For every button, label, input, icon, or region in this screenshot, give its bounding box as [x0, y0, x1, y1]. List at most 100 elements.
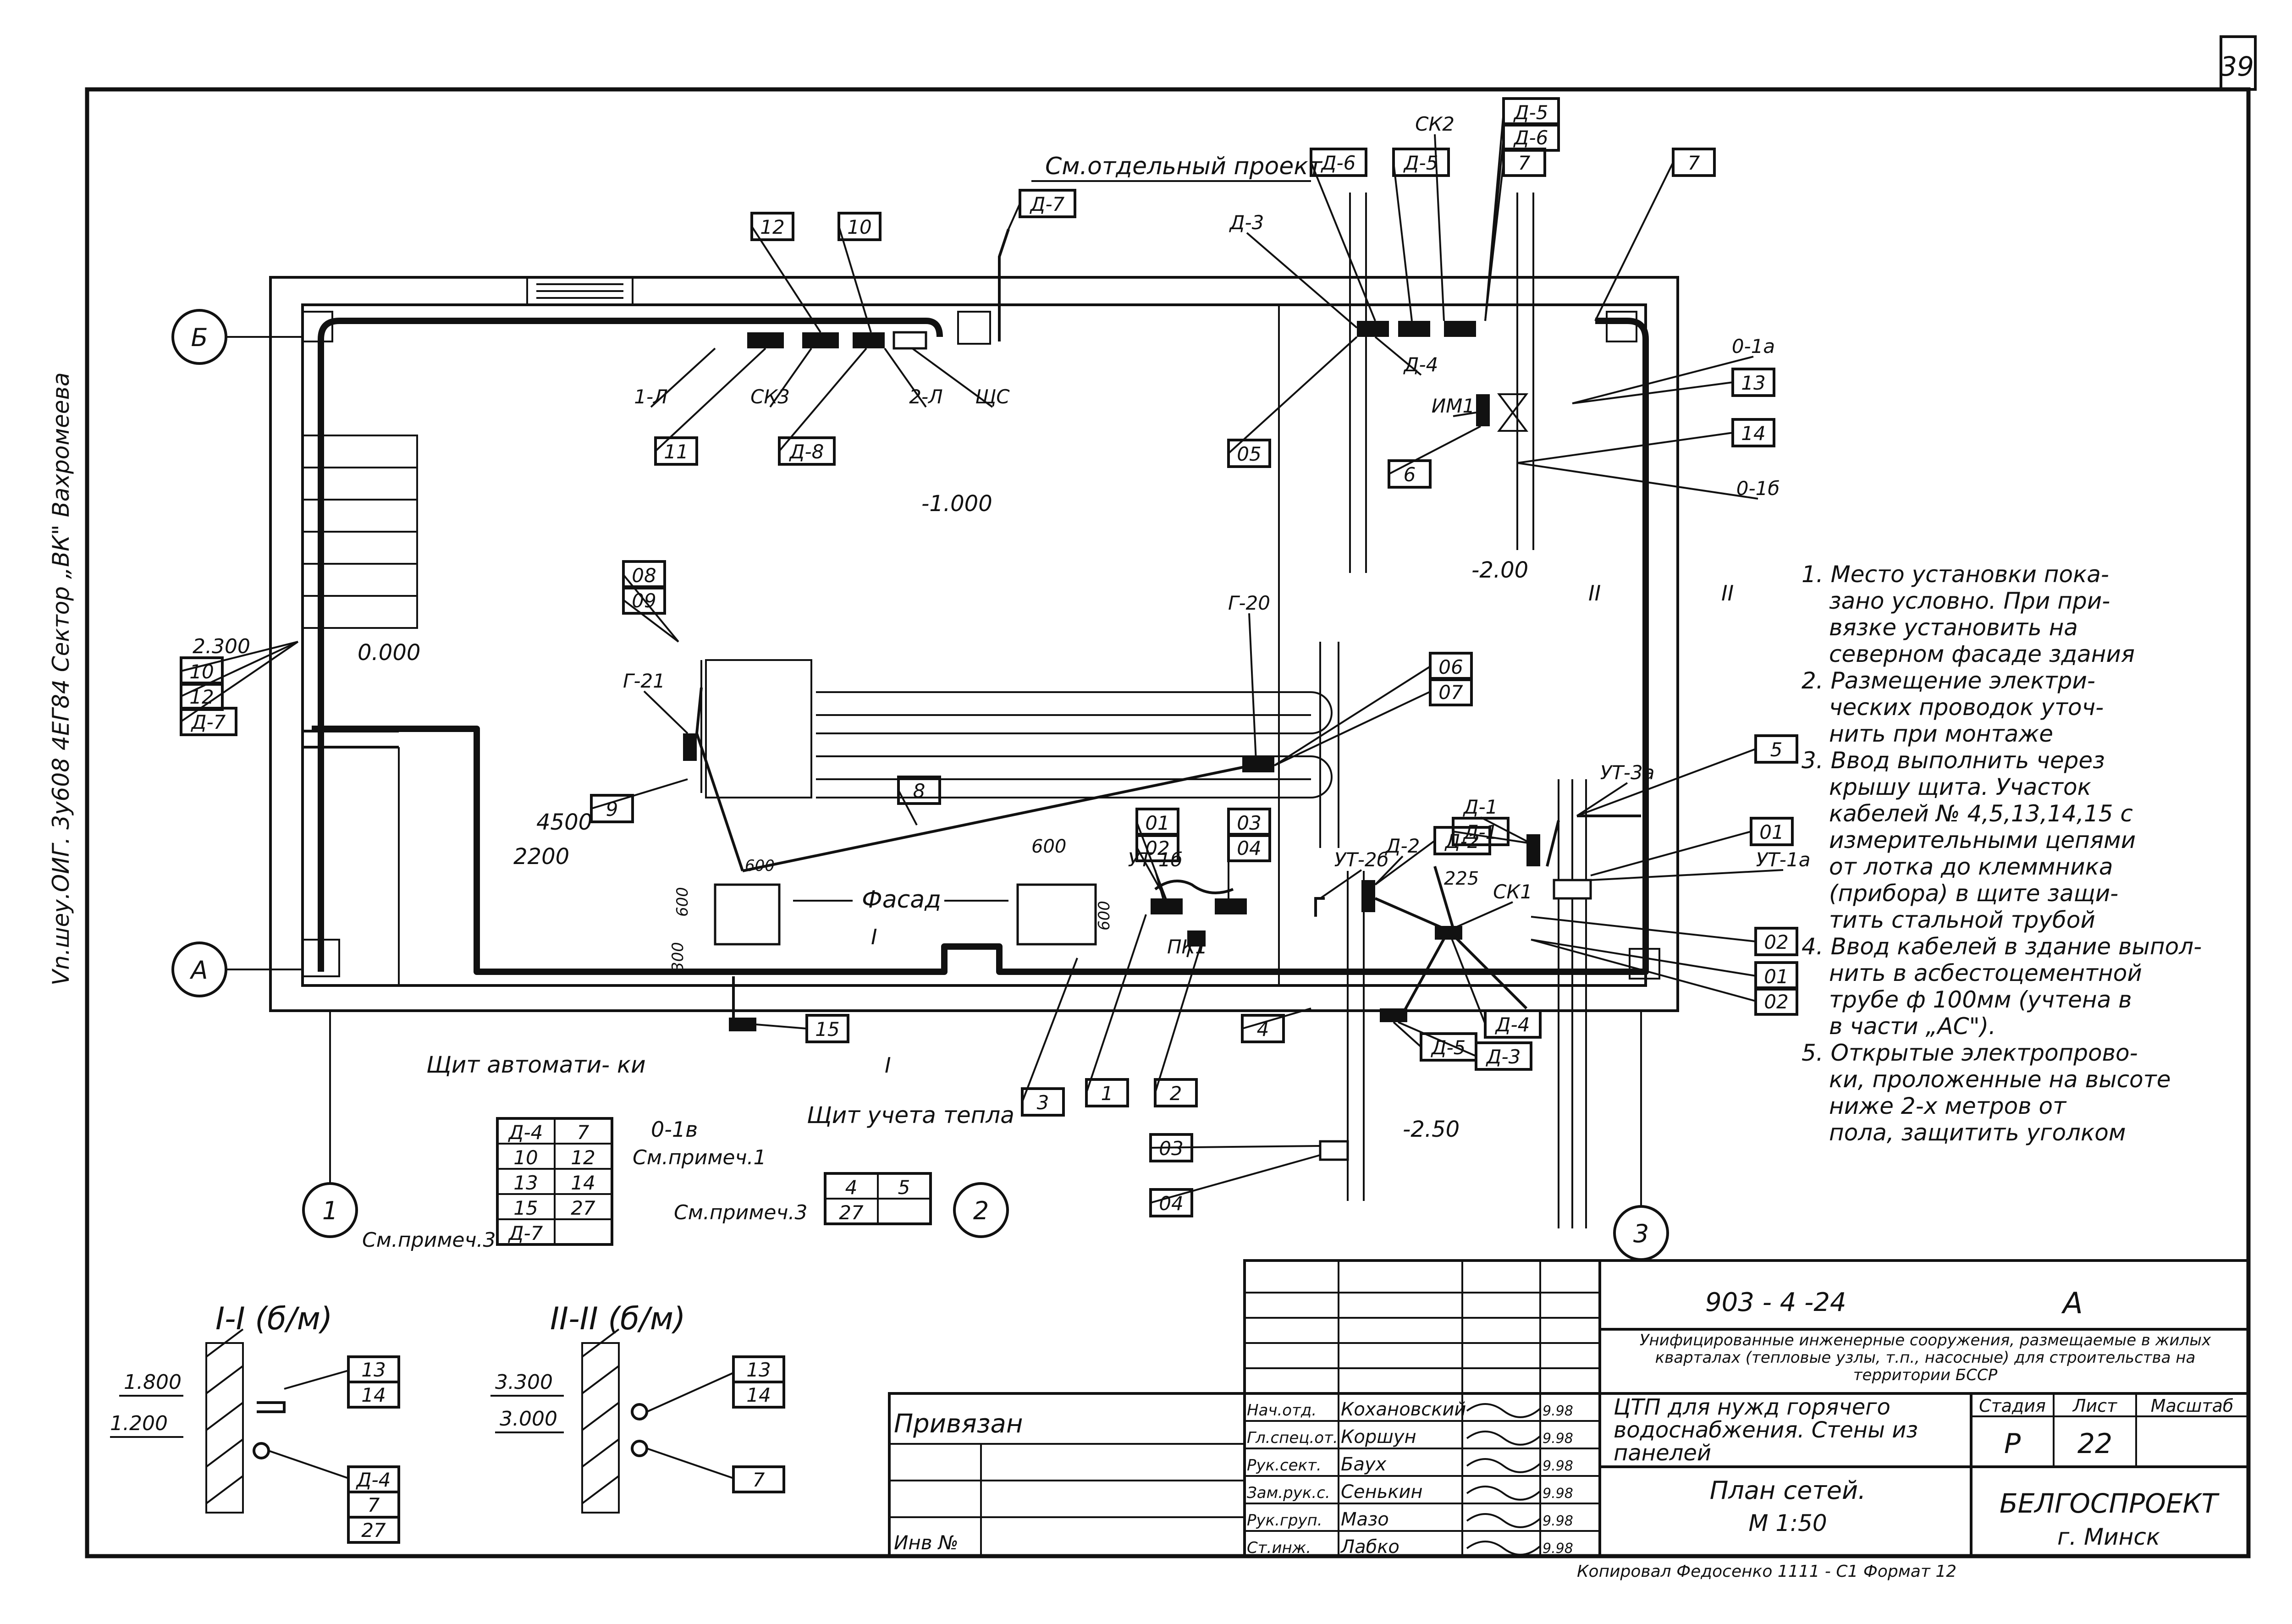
dim-300: 300: [669, 942, 687, 972]
device-ck3: [802, 332, 839, 348]
note-line: от лотка до клеммника: [1829, 853, 2113, 880]
tag-43: УТ-3а: [1576, 761, 1654, 817]
signature-cell: Нач.отд.: [1247, 1401, 1317, 1420]
axis-2: 2: [973, 1196, 989, 1225]
tag-label: 01: [1145, 812, 1169, 834]
heat-meter-panel: [1016, 883, 1097, 946]
signature-scribble: [1466, 1486, 1541, 1501]
tag-label: Д-3: [1486, 1046, 1521, 1068]
note-line: 4. Ввод кабелей в здание выпол-: [1802, 933, 2202, 960]
signature-cell: Коршун: [1341, 1426, 1416, 1448]
tag-label: 06: [1438, 656, 1463, 678]
note-line: ки, проложенные на высоте: [1829, 1066, 2171, 1093]
signature-scribble: [1466, 1513, 1541, 1528]
note-line: измерительными цепями: [1829, 827, 2136, 853]
tag-4: 2-Л: [884, 347, 943, 408]
section-2-title: II-II (б/м): [550, 1301, 686, 1337]
tag-label: 7: [1688, 152, 1700, 174]
see-note-3-a: См.примеч.3: [362, 1228, 496, 1252]
s2-tag-7: 7: [753, 1469, 765, 1491]
ta-4-0: Д-7: [508, 1222, 543, 1244]
tag-label: 07: [1438, 681, 1463, 704]
tag-label: 10: [847, 216, 871, 238]
tag-label: 03: [1159, 1137, 1183, 1160]
tag-label: 2-Л: [909, 385, 942, 408]
tag-label: 11: [664, 440, 688, 463]
table-heat: 4 5 27: [824, 1172, 932, 1225]
tag-5: ЩС: [911, 347, 1010, 408]
note-line: 1. Место установки пока-: [1802, 561, 2109, 588]
s1-tag-27: 27: [361, 1519, 386, 1541]
general-notes: 1. Место установки пока-зано условно. Пр…: [1802, 561, 2202, 1146]
tag-label: Д-7: [1030, 193, 1065, 215]
tag-label: СК2: [1415, 113, 1455, 135]
tag-label: 13: [1741, 372, 1765, 394]
ta-2-1: 14: [571, 1172, 595, 1194]
tag-label: 4: [1257, 1018, 1269, 1040]
tag-36: 03: [1227, 808, 1271, 901]
note-line: ческих проводок уточ-: [1829, 694, 2104, 721]
title-block: 903 - 4 -24 А Унифицированные инженерные…: [1243, 1259, 2250, 1581]
separate-project-note: См.отдельный проект: [1045, 153, 1323, 180]
tag-label: 05: [1237, 443, 1261, 465]
note-line: вязке установить на: [1829, 614, 2078, 641]
note-line: нить в асбестоцементной: [1829, 960, 2142, 986]
bound-label: Привязан: [894, 1409, 1023, 1439]
tag-10: Д-5: [1392, 148, 1450, 321]
tag-3: Д-8: [778, 347, 867, 466]
dim-600d: 600: [1095, 901, 1113, 930]
tag-label: Д-1: [1463, 821, 1498, 843]
tag-label: Д-4: [1495, 1013, 1530, 1036]
tag-27: Г-21: [623, 670, 689, 734]
s2-level-1: 3.300: [495, 1371, 553, 1394]
tag-9: Д-6: [1310, 148, 1376, 321]
tag-31: 07: [1274, 677, 1473, 766]
ta-1-1: 12: [571, 1146, 595, 1169]
tag-32: 8: [897, 776, 941, 826]
ta-0-1: 7: [577, 1121, 590, 1144]
tag-7: 10: [837, 212, 882, 333]
left-margin-stamp: Vn.шеу.ОИГ. 3у608 4ЕГ84 Сектор „ВК" Вахр…: [48, 372, 74, 985]
tag-label: СК1: [1493, 881, 1532, 903]
signature-scribble: [1466, 1458, 1541, 1473]
signature-scribble: [1466, 1541, 1541, 1556]
tag-label: 04: [1159, 1192, 1183, 1215]
tag-label: 01: [1764, 965, 1788, 988]
tag-label: ПК1: [1167, 936, 1207, 958]
tag-label: 6: [1404, 463, 1416, 486]
note-line: пола, защитить уголком: [1829, 1119, 2126, 1146]
tag-59: 03: [1149, 1133, 1321, 1162]
tag-8: Д-7: [1008, 189, 1076, 230]
s2-tag-14: 14: [746, 1384, 771, 1406]
dim-225: 225: [1444, 868, 1479, 889]
note-ref-label: 0-1в: [651, 1117, 698, 1142]
object-title-box: ЦТП для нужд горячего водоснабжения. Сте…: [1614, 1396, 1918, 1464]
tag-47: СК1: [1448, 881, 1532, 931]
tag-label: Д-4: [1403, 353, 1438, 376]
device-shc: [893, 331, 927, 350]
dim-600a: 600: [745, 857, 775, 875]
tag-2: 11: [654, 347, 766, 466]
device-d8: [853, 332, 885, 348]
tag-label: Д-5: [1513, 101, 1548, 124]
level-5: -2.50: [1403, 1117, 1460, 1142]
tag-label: Д-5: [1403, 152, 1438, 174]
device-11: [747, 332, 784, 348]
section-mark-2a: II: [1588, 581, 1601, 606]
tag-6: 12: [750, 212, 821, 333]
note-line: (прибора) в щите защи-: [1829, 880, 2118, 907]
signature-cell: Баух: [1341, 1454, 1387, 1475]
tag-56: 2: [1154, 944, 1202, 1107]
tag-label: 0-1а: [1732, 335, 1775, 358]
tag-label: Д-6: [1513, 127, 1548, 149]
signature-cell: Гл.спец.от.: [1247, 1429, 1338, 1447]
axis-b: Б: [191, 323, 208, 352]
organisation: БЕЛГОСПРОЕКТ: [2000, 1488, 2220, 1519]
building-walls: [269, 193, 1679, 1228]
tag-39: Д-2: [1374, 835, 1420, 886]
s1-level-1: 1.800: [124, 1371, 182, 1394]
dim-600b: 600: [673, 887, 692, 917]
tag-label: 9: [606, 798, 618, 820]
signature-cell: 9.98: [1543, 1458, 1573, 1474]
